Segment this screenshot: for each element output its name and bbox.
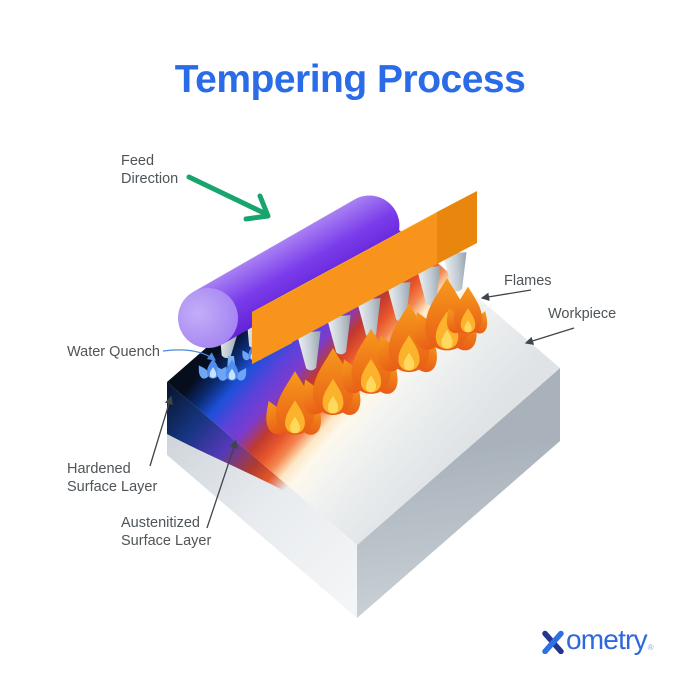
label-water-quench: Water Quench: [67, 344, 160, 360]
xometry-wordmark: ometry: [566, 624, 648, 655]
feed-direction-arrow: [186, 174, 271, 222]
burner-bar: [252, 191, 477, 364]
water-quench-pointer-line: [162, 349, 217, 361]
burner-bar-front-face: [252, 212, 437, 364]
xometry-x-icon: [542, 630, 564, 654]
feed-roller-body: [193, 195, 400, 345]
label-austenitized-surface-layer: Austenitized Surface Layer: [121, 515, 212, 549]
austenitized-pointer-line: [206, 439, 238, 529]
registered-mark: ®: [647, 643, 654, 652]
hardened-layer-wedge: [167, 382, 315, 509]
feed-arrow-head: [243, 193, 271, 222]
label-flames: Flames: [504, 273, 552, 289]
label-feed-direction: Feed Direction: [121, 153, 179, 187]
label-workpiece: Workpiece: [548, 306, 617, 322]
workpiece-front-right-face: [357, 368, 560, 618]
leader-lines: [149, 289, 575, 529]
flames-pointer-line: [480, 289, 532, 302]
label-hardened-surface-layer: Hardened Surface Layer: [67, 461, 158, 495]
feed-roller: [178, 195, 400, 348]
burner-bar-right-face: [437, 191, 477, 264]
workpiece-pointer-line: [524, 327, 575, 345]
hardened-pointer-line: [149, 395, 173, 467]
burner-bar-top-face: [252, 191, 477, 312]
feed-roller-end-cap: [178, 288, 238, 348]
page-title: Tempering Process: [174, 58, 526, 101]
feed-arrow-shaft: [186, 174, 267, 216]
xometry-logo: ometry ®: [541, 626, 654, 654]
